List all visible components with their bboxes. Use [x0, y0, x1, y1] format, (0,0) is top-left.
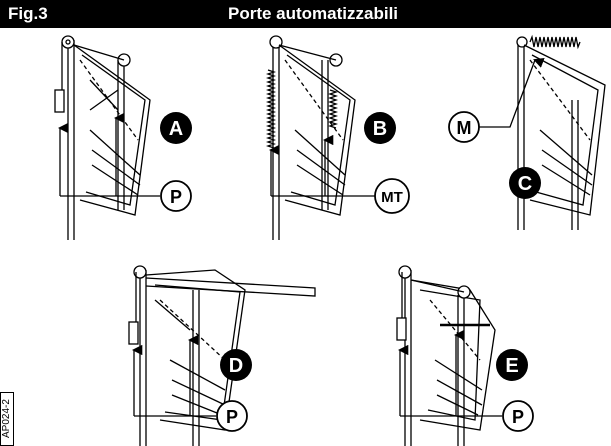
badge-c-label: C	[518, 173, 532, 195]
callout-c-m-label: M	[457, 118, 472, 138]
callout-d-p	[216, 400, 248, 432]
figure-number: Fig.3	[8, 4, 48, 23]
badge-d	[220, 349, 252, 381]
callout-b-mt-label: MT	[381, 189, 403, 206]
callout-e-p	[502, 400, 534, 432]
badge-a-label: A	[169, 118, 183, 140]
panel-d-callout-lines	[131, 334, 216, 417]
badge-e	[496, 349, 528, 381]
callout-a-p-label: P	[170, 187, 182, 207]
figure-header: Fig.3 Porte automatizzabili	[0, 0, 611, 28]
panel-b-callout-lines	[268, 134, 375, 197]
callout-b-mt	[374, 178, 410, 214]
panel-a-callout-lines	[57, 112, 160, 197]
panel-e-callout-lines	[397, 329, 502, 417]
document-code: AP024-2	[0, 392, 14, 446]
callout-c-m	[448, 111, 480, 143]
badge-b	[364, 112, 396, 144]
badge-e-label: E	[505, 355, 518, 377]
callout-d-p-label: P	[226, 407, 238, 427]
badge-c	[509, 167, 541, 199]
panel-a-drawing	[54, 35, 151, 240]
panel-c-callout-lines	[479, 58, 545, 128]
badge-d-label: D	[229, 355, 243, 377]
callout-a-p	[160, 180, 192, 212]
figure-title: Porte automatizzabili	[228, 4, 399, 23]
panel-c-drawing	[516, 34, 606, 230]
badge-b-label: B	[373, 118, 387, 140]
panel-e-drawing	[396, 265, 496, 446]
panel-d-drawing	[128, 265, 316, 446]
callout-e-p-label: P	[512, 407, 524, 427]
panel-b-drawing	[265, 35, 356, 240]
badge-a	[160, 112, 192, 144]
